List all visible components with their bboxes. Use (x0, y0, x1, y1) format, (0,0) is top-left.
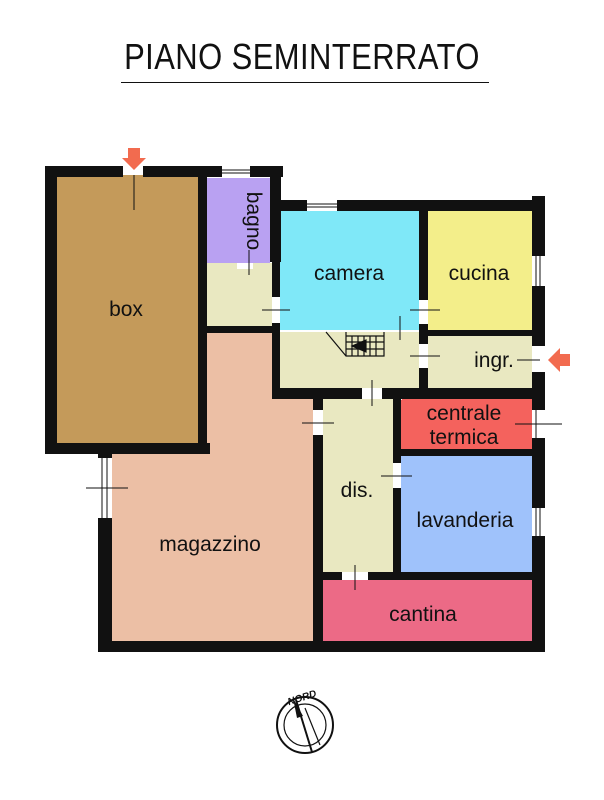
label-ingr: ingr. (474, 349, 514, 372)
label-termica: termica (430, 426, 499, 449)
corridor-stairs (279, 332, 420, 392)
page-title: PIANO SEMINTERRATO (124, 36, 480, 77)
room-cucina[interactable] (427, 209, 532, 330)
door-cucina (419, 300, 428, 324)
north-compass: NORD (276, 689, 334, 754)
room-cantina[interactable] (322, 580, 532, 643)
arrow-ingr-entrance (548, 348, 570, 372)
window-lavanderia (532, 508, 545, 536)
label-centrale: centrale (427, 402, 502, 425)
label-cantina: cantina (389, 603, 457, 626)
arrow-box-entrance (122, 148, 146, 170)
room-ingr[interactable] (427, 336, 532, 392)
label-bagno: bagno (242, 192, 265, 250)
room-box[interactable] (56, 175, 205, 445)
compass-outer-ring (276, 696, 334, 754)
label-cucina: cucina (449, 262, 510, 285)
stairs (325, 331, 385, 357)
room-bagno[interactable] (205, 178, 270, 263)
door-ingr (532, 346, 545, 372)
door-bagno (237, 263, 253, 269)
entry-arrows (122, 148, 570, 372)
corridor-bagno (205, 263, 277, 328)
label-box: box (109, 298, 143, 321)
room-magazzino[interactable] (112, 332, 313, 643)
room-dis[interactable] (322, 398, 395, 575)
label-lavanderia: lavanderia (417, 509, 514, 532)
room-lavanderia[interactable] (400, 455, 532, 573)
room-fills (56, 175, 532, 643)
room-camera[interactable] (279, 209, 420, 330)
compass-inner-ring (283, 703, 327, 747)
window-bagno (222, 166, 250, 177)
window-cucina (532, 256, 545, 286)
room-labels: box bagno camera cucina ingr. centrale t… (109, 192, 514, 626)
label-camera: camera (314, 262, 384, 285)
label-dis: dis. (341, 479, 374, 502)
title-underline (121, 82, 489, 83)
door-lines (86, 175, 562, 590)
room-centrale-termica[interactable] (400, 398, 532, 450)
compass-needle (293, 698, 303, 718)
window-camera (307, 200, 337, 211)
label-magazzino: magazzino (159, 533, 261, 556)
